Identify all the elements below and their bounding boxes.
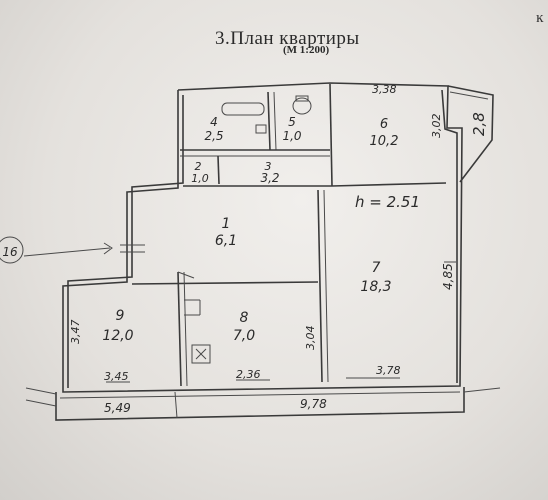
- dimension-labels: 3,38 3,02 2,8 4,85 3,47 3,04 3,45 2,36 3…: [69, 83, 488, 415]
- room-area: 1,0: [191, 172, 209, 185]
- marker-label: 16: [2, 245, 18, 259]
- room-number: 2: [195, 160, 202, 173]
- plan-title: 3.План квартиры: [215, 28, 360, 49]
- dim-room6-right: 3,02: [430, 114, 443, 139]
- dim-loggia-left: 5,49: [104, 401, 131, 415]
- room-area: 6,1: [215, 233, 237, 249]
- interior-walls: [120, 83, 447, 387]
- bathroom-fixtures: [191, 95, 312, 364]
- dim-balcony-side: 2,8: [470, 112, 488, 136]
- room-number: 4: [210, 115, 218, 129]
- ceiling-height: h = 2.51: [355, 193, 420, 211]
- dim-room8-bottom: 2,36: [236, 368, 261, 381]
- dim-room9-bottom: 3,45: [104, 370, 129, 383]
- room-area: 7,0: [233, 328, 255, 344]
- room-area: 1,0: [282, 129, 301, 143]
- dim-room7-right: 4,85: [441, 263, 455, 290]
- room-area: 12,0: [102, 328, 133, 344]
- corner-mark: ĸ: [536, 10, 544, 26]
- room-labels: 4 2,5 5 1,0 6 10,2 2 1,0 3 3,2 1 6,1 7 1…: [102, 115, 398, 344]
- room-number: 7: [372, 260, 381, 276]
- room-area: 3,2: [260, 171, 279, 185]
- dim-room7-bottom: 3,78: [376, 364, 401, 377]
- balcony-outline: [447, 85, 494, 183]
- orientation-marker: 16: [0, 236, 113, 264]
- outer-walls: [25, 82, 501, 421]
- room-number: 6: [380, 117, 388, 132]
- room-area: 10,2: [370, 134, 399, 149]
- window-marks: [106, 261, 456, 383]
- dim-room8-right: 3,04: [304, 326, 317, 351]
- room-number: 8: [240, 310, 249, 326]
- room-number: 1: [222, 216, 231, 232]
- plan-scale: (М 1:200): [283, 44, 330, 56]
- dim-loggia-right: 9,78: [300, 397, 327, 411]
- room-area: 18,3: [360, 279, 391, 295]
- room-area: 2,5: [204, 129, 223, 143]
- room-number: 9: [116, 308, 125, 324]
- dim-room9-left: 3,47: [69, 320, 82, 345]
- room-number: 3: [265, 160, 272, 173]
- room-number: 5: [288, 115, 296, 129]
- dim-top-right: 3,38: [372, 83, 397, 96]
